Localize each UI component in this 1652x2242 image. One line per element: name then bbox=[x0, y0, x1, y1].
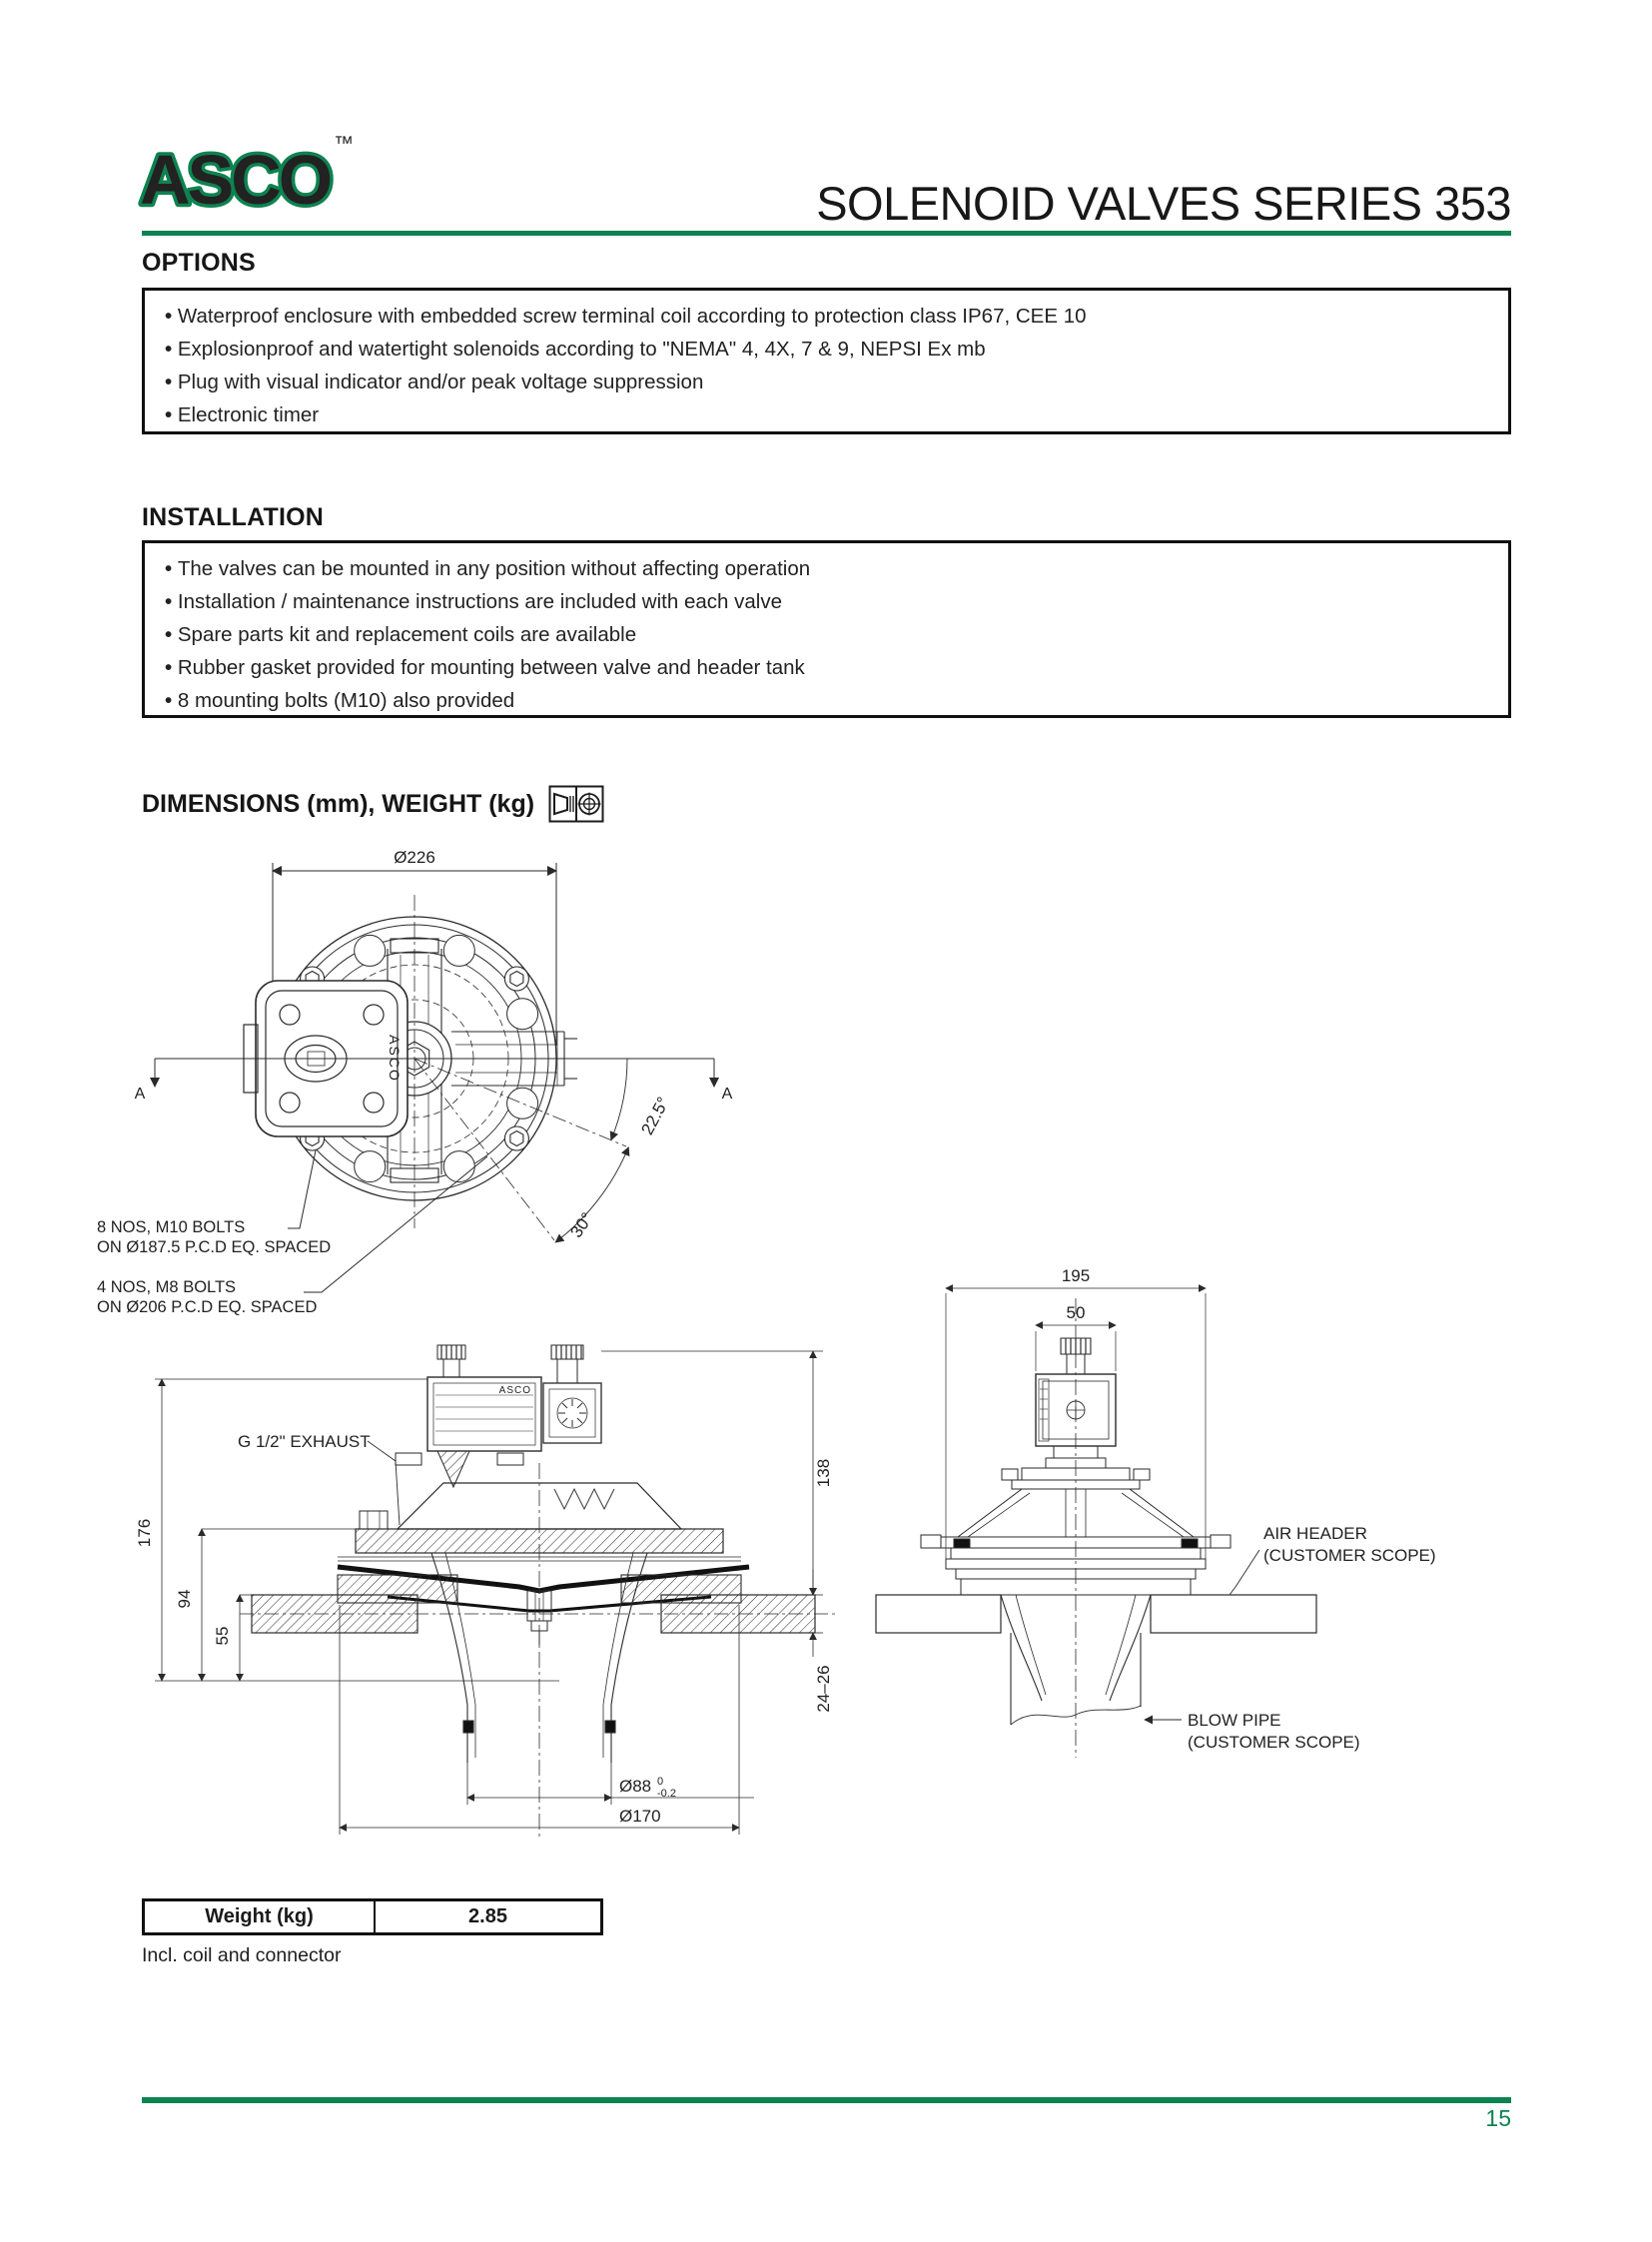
m10-bolts-label-line2: ON Ø187.5 P.C.D EQ. SPACED bbox=[97, 1238, 331, 1256]
dim-label-138: 138 bbox=[814, 1459, 833, 1487]
dim-label-176: 176 bbox=[135, 1519, 154, 1547]
options-item: Plug with visual indicator and/or peak v… bbox=[165, 366, 1494, 398]
options-item: Electronic timer bbox=[165, 398, 1494, 431]
page-title: SOLENOID VALVES SERIES 353 bbox=[816, 177, 1511, 230]
options-heading: OPTIONS bbox=[142, 249, 256, 277]
m8-bolts-label-line2: ON Ø206 P.C.D EQ. SPACED bbox=[97, 1298, 317, 1316]
section-a-left: A bbox=[135, 1086, 146, 1103]
dimensions-heading: DIMENSIONS (mm), WEIGHT (kg) bbox=[142, 789, 535, 818]
blow-pipe-label-line1: BLOW PIPE bbox=[1188, 1711, 1281, 1730]
top-view-drawing: Ø226 A A 22.5° 30° ASCO 8 NOS, M10 BOLTS… bbox=[97, 848, 733, 1316]
valve-legs bbox=[1000, 1594, 1152, 1702]
installation-heading: INSTALLATION bbox=[142, 503, 325, 531]
m8-bolts-label-line1: 4 NOS, M8 BOLTS bbox=[97, 1278, 236, 1296]
weight-table: Weight (kg) 2.85 bbox=[142, 1898, 603, 1935]
air-header-label-line2: (CUSTOMER SCOPE) bbox=[1263, 1546, 1436, 1565]
installation-item: The valves can be mounted in any positio… bbox=[165, 552, 1494, 585]
dim-label-d226: Ø226 bbox=[394, 848, 435, 867]
installation-item: Spare parts kit and replacement coils ar… bbox=[165, 618, 1494, 651]
options-item: Waterproof enclosure with embedded screw… bbox=[165, 300, 1494, 333]
cone-section bbox=[430, 1552, 648, 1763]
nameplate-brand: ASCO bbox=[499, 1385, 531, 1396]
coil-brand-label: ASCO bbox=[387, 1035, 403, 1083]
installation-item: Installation / maintenance instructions … bbox=[165, 585, 1494, 618]
weight-table-label: Weight (kg) bbox=[145, 1901, 376, 1932]
connector-section bbox=[542, 1344, 602, 1444]
dim-label-d88: Ø88 bbox=[619, 1777, 651, 1796]
dim-label-94: 94 bbox=[175, 1590, 194, 1609]
dim-label-d170: Ø170 bbox=[619, 1807, 661, 1826]
dim-label-24-26: 24–26 bbox=[814, 1665, 833, 1712]
installation-item: 8 mounting bolts (M10) also provided bbox=[165, 684, 1494, 717]
m10-bolts-label-line1: 8 NOS, M10 BOLTS bbox=[97, 1218, 245, 1236]
angle-label-30: 30° bbox=[566, 1209, 596, 1241]
weight-table-value: 2.85 bbox=[468, 1905, 507, 1927]
blow-pipe-label-line2: (CUSTOMER SCOPE) bbox=[1188, 1733, 1360, 1752]
right-dimensions bbox=[601, 1350, 823, 1657]
angle-label-22-5: 22.5° bbox=[637, 1094, 673, 1137]
dim-label-d88-tol-upper: 0 bbox=[657, 1776, 663, 1788]
page-number: 15 bbox=[1485, 2105, 1511, 2131]
installation-box: The valves can be mounted in any positio… bbox=[142, 540, 1511, 718]
dimensions-heading-row: DIMENSIONS (mm), WEIGHT (kg) bbox=[142, 785, 604, 823]
dim-label-50: 50 bbox=[1067, 1303, 1086, 1322]
options-box: Waterproof enclosure with embedded screw… bbox=[142, 288, 1511, 434]
asco-logo-tm: ™ bbox=[334, 133, 354, 155]
left-dimensions bbox=[155, 1378, 559, 1682]
dim-label-195: 195 bbox=[1062, 1266, 1090, 1285]
options-item: Explosionproof and watertight solenoids … bbox=[165, 333, 1494, 366]
coil-section bbox=[395, 1344, 542, 1489]
projection-symbol-icon bbox=[548, 785, 604, 823]
section-view-drawing: G 1/2" EXHAUST ASCO 176 94 55 138 24–26 … bbox=[135, 1344, 839, 1838]
exhaust-label: G 1/2" EXHAUST bbox=[238, 1432, 371, 1451]
dim-label-d88-tol-lower: -0.2 bbox=[657, 1788, 676, 1800]
asco-logo: ASCO ™ bbox=[138, 133, 354, 223]
bottom-dimensions bbox=[339, 1605, 754, 1835]
footer-rule bbox=[142, 2097, 1511, 2103]
header-rule bbox=[142, 231, 1511, 236]
weight-note: Incl. coil and connector bbox=[142, 1944, 342, 1966]
asco-logo-text: ASCO bbox=[140, 141, 331, 219]
dim-label-55: 55 bbox=[213, 1627, 232, 1646]
section-a-right: A bbox=[722, 1086, 733, 1103]
front-view-drawing: 195 50 AIR HEADER (CUSTOMER SCOPE) BLOW … bbox=[875, 1266, 1436, 1758]
installation-item: Rubber gasket provided for mounting betw… bbox=[165, 651, 1494, 684]
air-header-label-line1: AIR HEADER bbox=[1263, 1524, 1367, 1543]
